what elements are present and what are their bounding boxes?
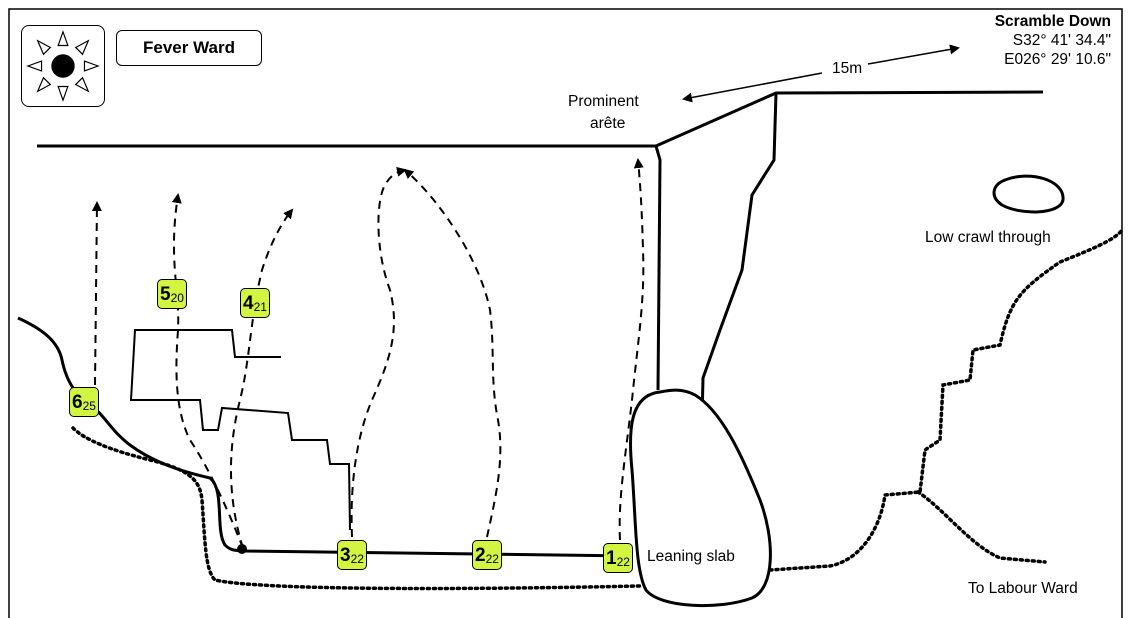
route-grade: 25 xyxy=(82,399,96,413)
base-ledge xyxy=(17,316,633,558)
arete-line xyxy=(655,90,1044,148)
descent-name: Scramble Down xyxy=(994,13,1111,30)
descent-longitude: E026° 29' 10.6" xyxy=(1004,51,1111,68)
distance-label: 15m xyxy=(832,60,863,77)
arete-label-line2: arête xyxy=(590,115,626,132)
rock-step-upper xyxy=(129,329,351,531)
route-line-2 xyxy=(403,168,502,538)
labour-ward-label: To Labour Ward xyxy=(968,580,1078,597)
arete-vertical xyxy=(654,145,662,391)
route-grade: 21 xyxy=(253,300,267,314)
route-grade: 22 xyxy=(485,552,499,566)
approach-path-right xyxy=(768,228,1124,572)
route-line-6 xyxy=(91,201,102,386)
distance-arrow-right xyxy=(867,44,960,65)
route-grade: 22 xyxy=(350,552,364,566)
sun-icon xyxy=(26,30,100,102)
distance-arrow-left xyxy=(682,72,823,103)
slab-label: Leaning slab xyxy=(647,548,735,565)
route-line-1 xyxy=(618,158,645,541)
route-number: 2 xyxy=(475,544,486,566)
route-grade: 22 xyxy=(616,555,630,569)
route-line-5 xyxy=(171,193,244,549)
gully-line xyxy=(700,92,778,421)
route-number: 3 xyxy=(340,544,351,566)
descent-info: Scramble Down S32° 41' 34.4" E026° 29' 1… xyxy=(995,12,1111,69)
belay-point xyxy=(237,544,247,554)
crawl-label: Low crawl through xyxy=(925,229,1051,246)
approach-path-left xyxy=(71,426,642,591)
arete-label-line1: Prominent xyxy=(568,93,639,110)
route-grade: 20 xyxy=(170,291,184,305)
route-number: 4 xyxy=(243,292,254,314)
route-number: 1 xyxy=(606,547,617,569)
frame-border xyxy=(8,8,1123,618)
route-number: 5 xyxy=(160,283,171,305)
crawl-hole xyxy=(992,174,1065,214)
route-number: 6 xyxy=(72,391,83,413)
leaning-slab-boulder xyxy=(629,388,772,607)
crag-title: Fever Ward xyxy=(116,30,262,66)
route-line-3 xyxy=(350,166,407,538)
descent-latitude: S32° 41' 34.4" xyxy=(1012,32,1111,49)
route-line-4 xyxy=(230,208,294,549)
path-to-labour-ward xyxy=(916,490,1047,564)
sun-icon-box xyxy=(21,25,105,107)
